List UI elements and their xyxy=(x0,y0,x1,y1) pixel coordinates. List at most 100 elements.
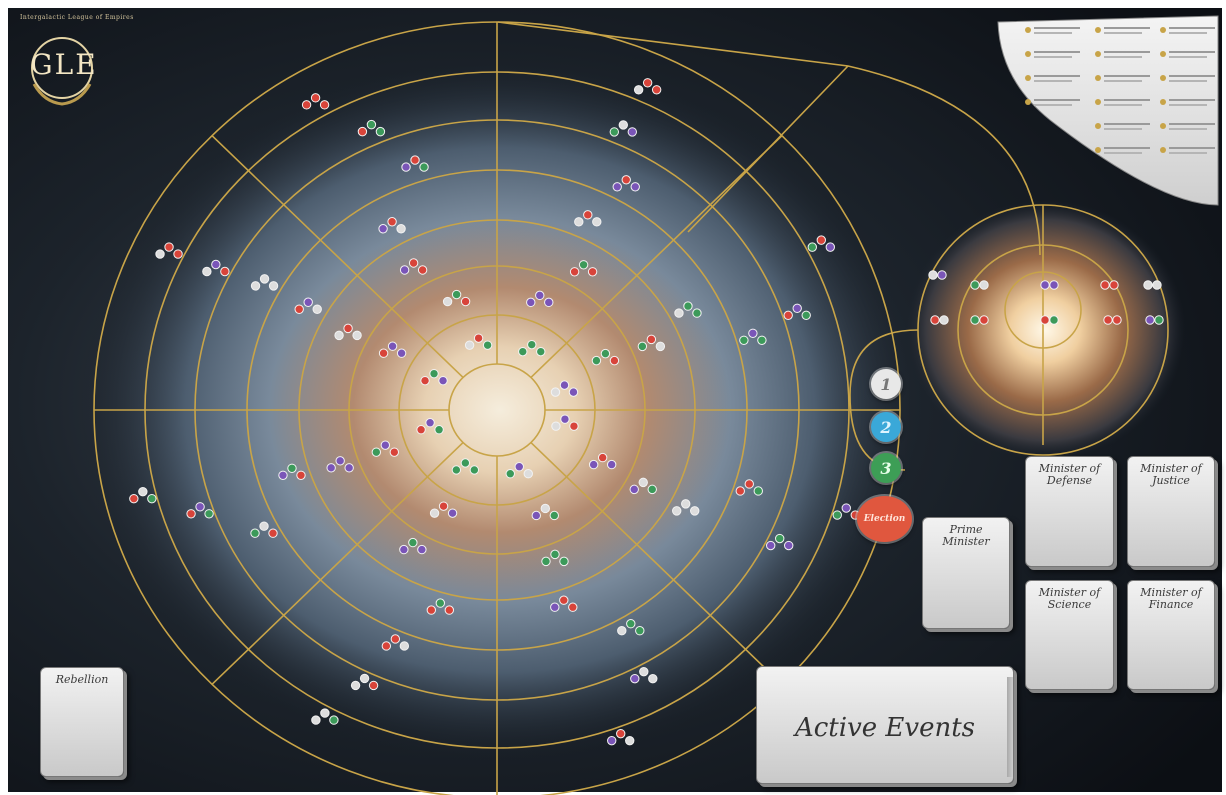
sector-spoke xyxy=(530,135,783,379)
player-token xyxy=(1109,280,1119,290)
player-token xyxy=(531,510,541,521)
rules-text-line xyxy=(1169,32,1207,34)
player-token xyxy=(832,510,842,520)
player-token xyxy=(544,297,554,308)
player-token xyxy=(469,465,480,475)
minister-justice-card-title: Minister of Justice xyxy=(1140,462,1202,487)
minister-science-card[interactable]: Minister of Science xyxy=(1025,580,1114,690)
sector-spokes xyxy=(94,22,900,795)
sequence-1-button[interactable]: 1 xyxy=(871,369,901,399)
rules-bullet-icon xyxy=(1095,51,1101,57)
player-token xyxy=(359,673,370,684)
player-token xyxy=(375,126,386,137)
player-token xyxy=(735,486,745,496)
rebellion-card[interactable]: Rebellion xyxy=(40,667,124,777)
rules-text-line xyxy=(1169,128,1207,130)
player-token xyxy=(164,242,174,252)
rules-text-line xyxy=(1104,27,1150,29)
rules-text-line xyxy=(1034,99,1080,101)
player-token xyxy=(1152,280,1162,290)
rules-bullet-icon xyxy=(1025,51,1031,57)
player-token xyxy=(672,506,682,516)
game-logo: Intergalactic League of Empires GLE xyxy=(14,10,134,130)
player-token xyxy=(366,119,377,130)
player-token xyxy=(408,258,419,268)
player-token xyxy=(559,595,569,605)
player-token xyxy=(523,469,533,479)
player-token xyxy=(329,715,339,725)
rules-text-line xyxy=(1104,32,1142,34)
election-button[interactable]: Election xyxy=(857,496,912,542)
player-token xyxy=(435,598,446,608)
player-token xyxy=(609,355,620,366)
player-token xyxy=(429,508,440,518)
rules-bullet-icon xyxy=(1095,99,1101,105)
player-token xyxy=(692,308,702,318)
player-token xyxy=(451,289,462,300)
player-token xyxy=(642,78,653,88)
player-token xyxy=(807,242,817,252)
player-token xyxy=(635,626,645,636)
prime-minister-card[interactable]: Prime Minister xyxy=(922,517,1010,629)
player-token xyxy=(259,274,270,284)
player-token xyxy=(334,330,344,341)
rules-panel-items xyxy=(1025,27,1215,154)
player-token xyxy=(578,260,589,270)
rules-bullet-icon xyxy=(1160,123,1166,129)
player-token xyxy=(195,502,205,512)
player-token xyxy=(147,493,157,504)
player-token xyxy=(753,486,763,496)
player-token xyxy=(612,182,622,192)
minister-finance-card[interactable]: Minister of Finance xyxy=(1127,580,1215,690)
rules-bullet-icon xyxy=(1025,99,1031,105)
player-token xyxy=(202,266,212,277)
active-events-area[interactable]: Active Events xyxy=(756,666,1014,784)
player-token xyxy=(674,308,684,318)
player-token xyxy=(766,540,776,551)
player-token xyxy=(748,328,758,338)
player-token xyxy=(609,127,619,137)
player-token xyxy=(399,641,410,651)
player-token xyxy=(460,296,471,307)
sequence-3-button[interactable]: 3 xyxy=(871,453,901,483)
player-token xyxy=(250,281,261,291)
rules-text-line xyxy=(1169,104,1207,106)
rules-text-line xyxy=(1104,123,1150,125)
player-token xyxy=(438,501,449,511)
player-token xyxy=(1049,280,1059,290)
minister-justice-card[interactable]: Minister of Justice xyxy=(1127,456,1215,567)
player-token xyxy=(633,85,644,95)
rules-text-line xyxy=(1104,104,1142,106)
rules-text-line xyxy=(1169,147,1215,149)
player-token xyxy=(311,715,321,725)
rules-text-line xyxy=(1034,32,1072,34)
player-token xyxy=(550,549,560,560)
logo-text: GLE xyxy=(30,48,98,81)
player-token xyxy=(371,447,382,457)
player-token xyxy=(646,334,657,345)
minister-defense-card[interactable]: Minister of Defense xyxy=(1025,456,1114,567)
player-token xyxy=(587,267,598,277)
sequence-2-button[interactable]: 2 xyxy=(871,412,901,442)
player-token xyxy=(434,425,444,435)
token-layer xyxy=(129,78,1164,746)
player-token xyxy=(569,267,580,277)
player-token xyxy=(335,456,345,466)
sector-spoke xyxy=(530,441,783,685)
player-token xyxy=(825,242,835,252)
player-token xyxy=(568,602,578,612)
player-token xyxy=(540,503,550,514)
player-token xyxy=(617,626,627,636)
player-token xyxy=(220,266,230,277)
player-token xyxy=(591,355,602,366)
rules-text-line xyxy=(1169,99,1215,101)
player-token xyxy=(268,528,278,538)
player-token xyxy=(647,484,657,495)
player-token xyxy=(583,210,593,220)
rules-bullet-icon xyxy=(1025,75,1031,81)
player-token xyxy=(390,634,401,644)
player-token xyxy=(1143,280,1153,290)
minister-science-card-title: Minister of Science xyxy=(1038,586,1101,611)
player-token xyxy=(326,463,336,473)
